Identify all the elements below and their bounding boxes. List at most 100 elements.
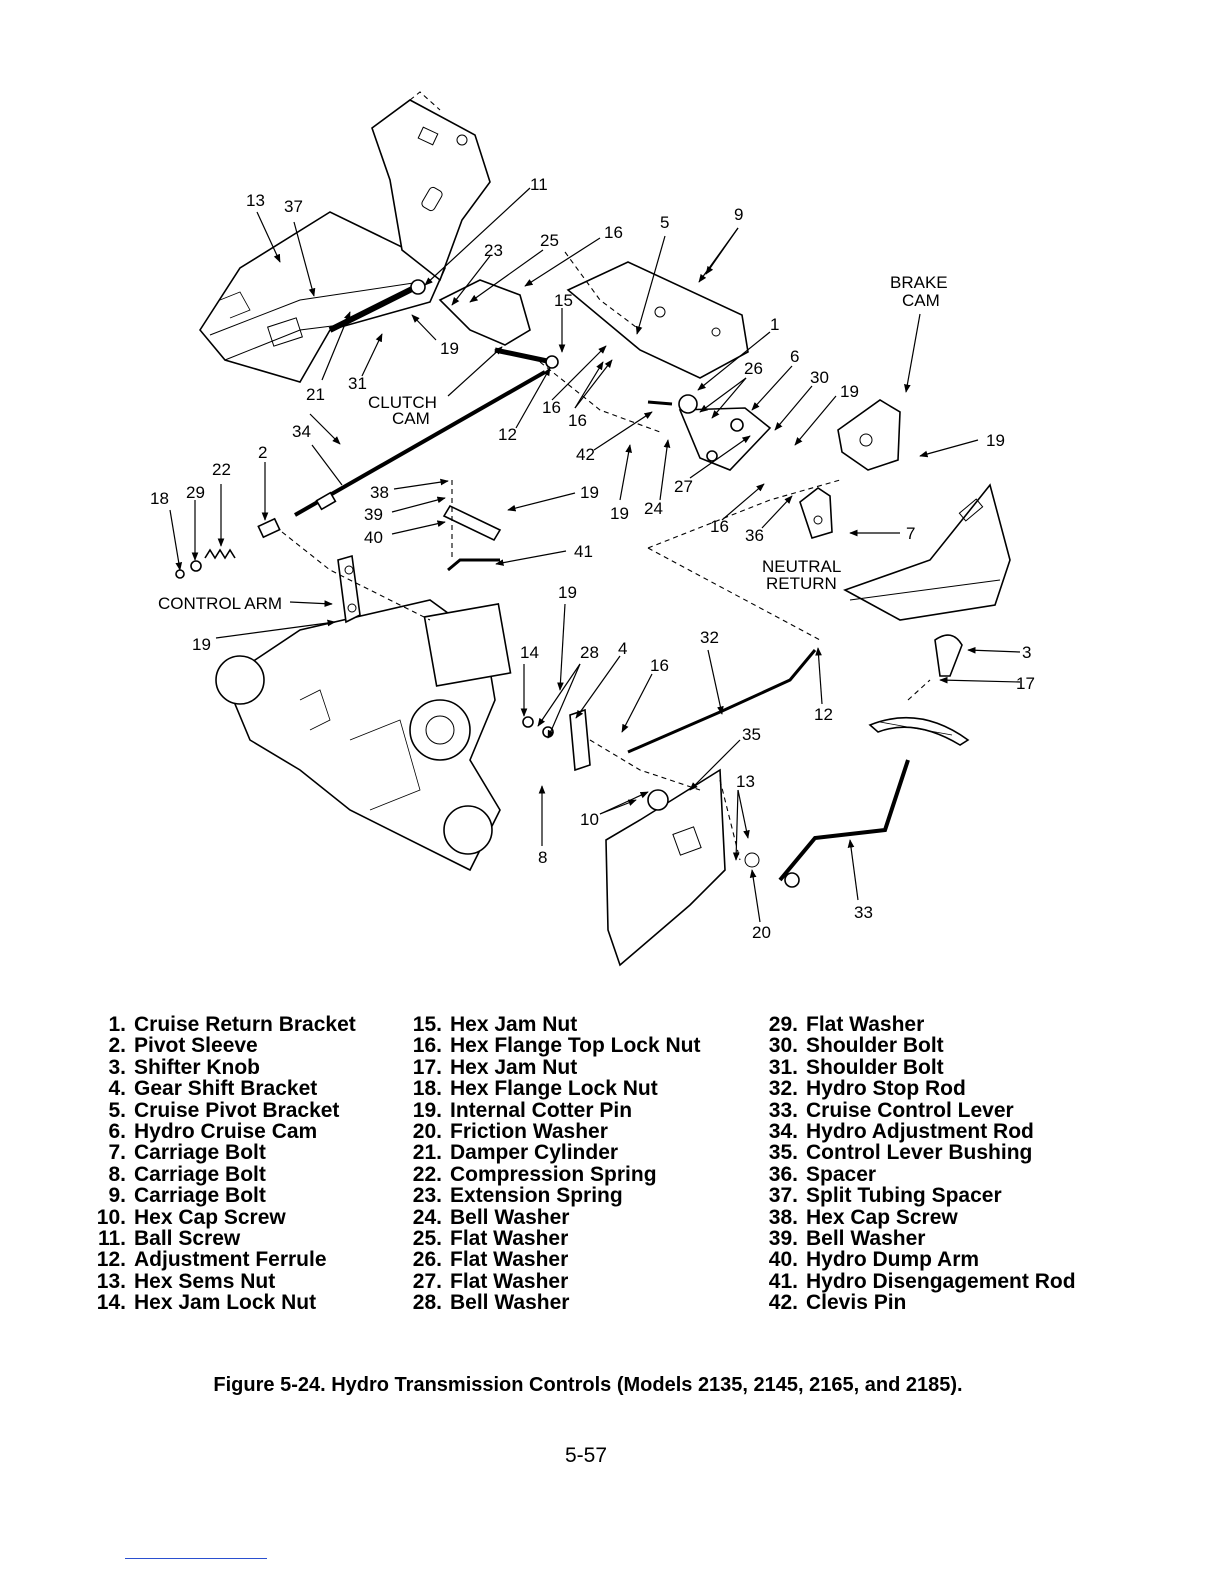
legend-item: 9.Carriage Bolt xyxy=(86,1184,356,1208)
callout-19g: 19 xyxy=(192,635,211,654)
legend-item: 14. Hex Jam Lock Nut xyxy=(86,1291,356,1315)
legend-item-number: 34. xyxy=(768,1120,798,1144)
legend-item: 16. Hex Flange Top Lock Nut xyxy=(402,1034,701,1058)
legend-item-number: 11. xyxy=(97,1227,126,1251)
callout-20: 20 xyxy=(752,923,771,942)
legend-item-name: Adjustment Ferrule xyxy=(134,1248,327,1272)
legend-item-name: Pivot Sleeve xyxy=(134,1034,258,1058)
legend-item-name: Gear Shift Bracket xyxy=(134,1077,318,1101)
legend-item: 6.Hydro Cruise Cam xyxy=(86,1120,356,1144)
callout-26: 26 xyxy=(744,359,763,378)
callout-13a: 13 xyxy=(246,191,265,210)
legend-item: 34. Hydro Adjustment Rod xyxy=(758,1120,1076,1144)
legend-item-number: 25. xyxy=(412,1227,442,1251)
legend-item-name: Spacer xyxy=(806,1162,877,1186)
callout-3: 3 xyxy=(1022,643,1031,662)
legend-item-name: Hex Flange Lock Nut xyxy=(450,1077,658,1101)
legend-item-number: 16. xyxy=(412,1034,442,1058)
legend-item-name: Cruise Return Bracket xyxy=(134,1013,356,1036)
shift-quadrant xyxy=(868,716,970,746)
legend-item-number: 8. xyxy=(108,1162,126,1186)
legend-item-name: Hex Cap Screw xyxy=(806,1205,958,1229)
legend-item: 11.Ball Screw xyxy=(86,1227,356,1251)
legend-item: 37.Split Tubing Spacer xyxy=(758,1184,1076,1208)
legend-item-number: 28. xyxy=(412,1291,442,1315)
callout-32: 32 xyxy=(700,628,719,647)
legend-item-number: 40. xyxy=(768,1248,798,1272)
legend-item: 27. Flat Washer xyxy=(402,1269,700,1293)
legend-item-number: 42. xyxy=(768,1291,798,1315)
cruise-bracket-plate xyxy=(564,251,749,379)
label-neutral-return-line2: RETURN xyxy=(766,574,837,593)
legend-item-name: Flat Washer xyxy=(450,1227,569,1251)
callout-19c: 19 xyxy=(986,431,1005,450)
label-brake-cam-line2: CAM xyxy=(902,291,940,310)
callout-15: 15 xyxy=(554,291,573,310)
legend-item-name: Hydro Adjustment Rod xyxy=(806,1120,1034,1144)
legend-item: 38.Hex Cap Screw xyxy=(758,1205,1076,1229)
legend-item-name: Split Tubing Spacer xyxy=(806,1184,1002,1208)
callout-25: 25 xyxy=(540,231,559,250)
hydro-stop-rod xyxy=(627,649,817,754)
legend-item: 7.Carriage Bolt xyxy=(86,1142,356,1164)
callout-19f: 19 xyxy=(558,583,577,602)
footer-rule xyxy=(125,1558,267,1559)
callout-30: 30 xyxy=(810,368,829,387)
legend-item-number: 27. xyxy=(412,1269,442,1293)
legend-item: 26.Flat Washer xyxy=(402,1249,700,1271)
legend-item-number: 24. xyxy=(412,1205,442,1229)
label-neutral-return-line1: NEUTRAL xyxy=(762,557,841,576)
callout-10: 10 xyxy=(580,810,599,829)
legend-item-name: Bell Washer xyxy=(806,1227,926,1251)
legend-item-name: Hydro Cruise Cam xyxy=(134,1120,318,1144)
legend-item-number: 3. xyxy=(108,1055,126,1079)
callout-22: 22 xyxy=(212,460,231,479)
legend-item: 2.Pivot Sleeve xyxy=(86,1034,356,1058)
legend-item: 30.Shoulder Bolt xyxy=(758,1035,1076,1057)
callout-31: 31 xyxy=(348,374,367,393)
legend-item: 3.Shifter Knob xyxy=(86,1055,356,1079)
legend-item-name: Flat Washer xyxy=(450,1269,569,1293)
legend-item: 40.Hydro Dump Arm xyxy=(758,1248,1076,1272)
legend-item-number: 15. xyxy=(412,1013,442,1036)
legend-item-name: Hex Cap Screw xyxy=(134,1205,286,1229)
legend-item-name: Hex Jam Lock Nut xyxy=(134,1291,317,1315)
legend-item: 20.Friction Washer xyxy=(402,1121,700,1143)
clutch-cam-part xyxy=(438,279,559,369)
callout-19e: 19 xyxy=(610,504,629,523)
callout-28: 28 xyxy=(580,643,599,662)
legend-item-name: Bell Washer xyxy=(450,1291,570,1315)
callout-11: 11 xyxy=(530,175,548,194)
legend-item-number: 12. xyxy=(96,1248,126,1272)
legend-item-name: Internal Cotter Pin xyxy=(450,1098,633,1122)
legend-item: 29.Flat Washer xyxy=(758,1014,1076,1036)
callout-12a: 12 xyxy=(498,425,517,444)
legend-item-number: 4. xyxy=(108,1077,126,1101)
legend-item-number: 17. xyxy=(412,1055,442,1079)
legend-item-number: 32. xyxy=(768,1077,798,1101)
legend-item: 25. Flat Washer xyxy=(402,1227,700,1251)
legend-item-number: 14. xyxy=(96,1291,126,1315)
callout-18: 18 xyxy=(150,489,169,508)
legend-item-number: 39. xyxy=(768,1227,798,1251)
callout-27: 27 xyxy=(674,477,693,496)
legend-item-name: Bell Washer xyxy=(450,1205,570,1229)
legend-item-number: 35. xyxy=(768,1141,798,1165)
legend-item: 12. Adjustment Ferrule xyxy=(86,1248,356,1272)
legend-item: 8.Carriage Bolt xyxy=(86,1162,356,1186)
legend-item-name: Hex Flange Top Lock Nut xyxy=(450,1034,701,1058)
legend-item: 23.Extension Spring xyxy=(402,1185,700,1207)
legend-item-name: Hydro Stop Rod xyxy=(806,1077,966,1101)
callout-40: 40 xyxy=(364,528,383,547)
legend-item-name: Shoulder Bolt xyxy=(806,1055,944,1079)
legend-item-number: 31. xyxy=(768,1055,798,1079)
legend-item: 28. Bell Washer xyxy=(402,1291,700,1315)
legend-item: 17.Hex Jam Nut xyxy=(402,1055,700,1079)
legend-item-number: 9. xyxy=(108,1184,126,1208)
callout-numbers: 13 37 11 23 25 16 5 9 15 19 1 6 26 30 19… xyxy=(150,175,1035,942)
legend-item: 13.Hex Sems Nut xyxy=(86,1270,356,1292)
callout-4: 4 xyxy=(618,639,627,658)
callout-19a: 19 xyxy=(440,339,459,358)
legend-item: 42.Clevis Pin xyxy=(758,1291,1076,1315)
